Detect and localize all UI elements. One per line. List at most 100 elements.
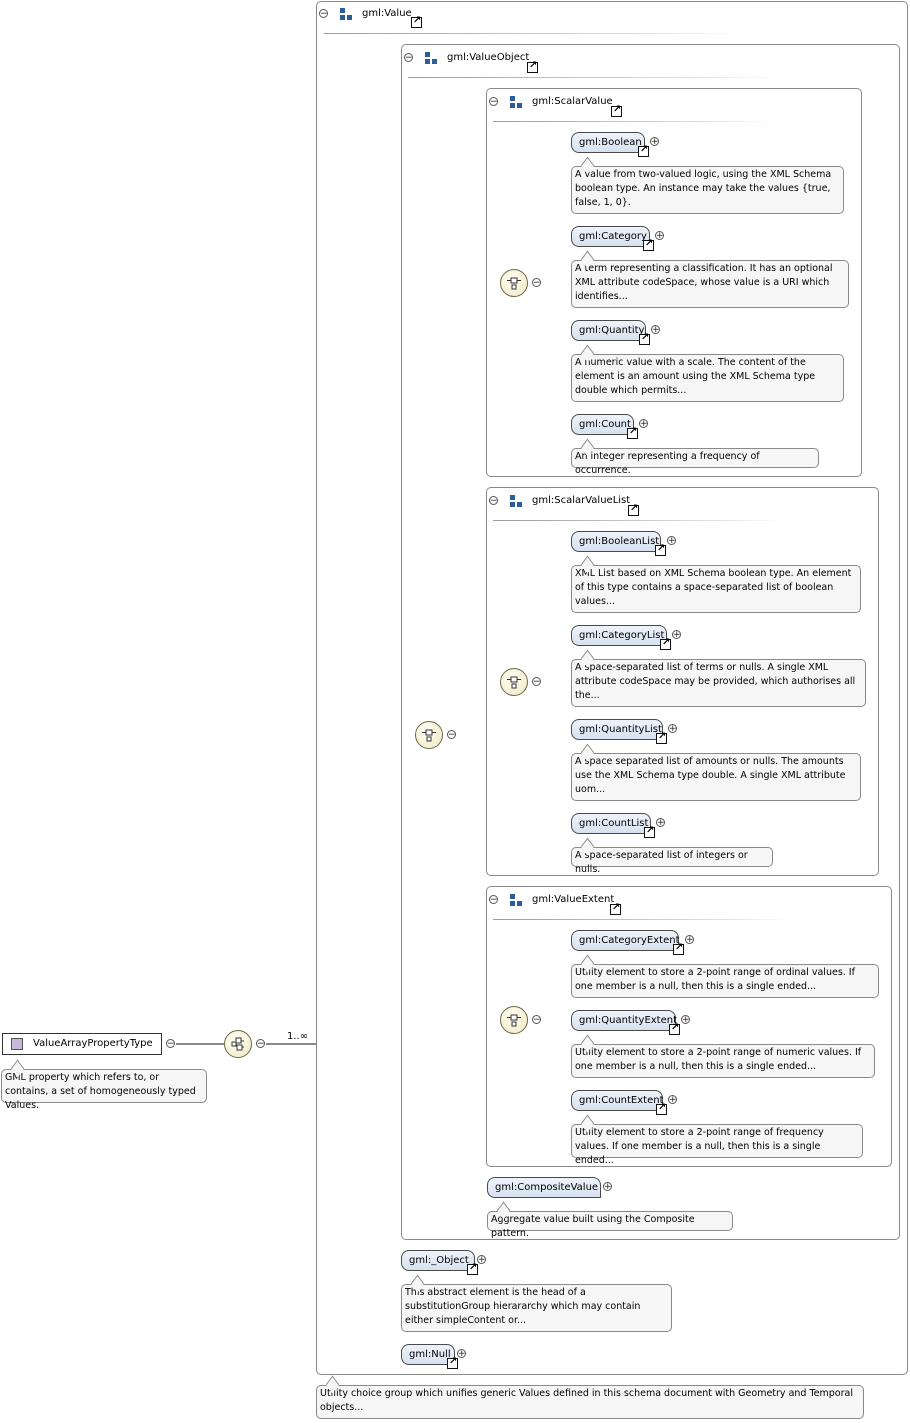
expand-icon[interactable]: + — [681, 1015, 690, 1025]
element-composite-value[interactable]: gml:CompositeValue — [487, 1177, 601, 1198]
expand-icon[interactable]: + — [651, 325, 660, 335]
collapse-icon[interactable]: − — [319, 9, 328, 19]
choice-icon — [231, 1037, 244, 1051]
expand-icon[interactable]: + — [603, 1182, 612, 1192]
group-title: gml:ScalarValue — [532, 96, 613, 107]
expand-icon[interactable]: + — [672, 630, 681, 640]
separator — [493, 520, 783, 521]
link-icon[interactable] — [656, 1102, 667, 1115]
choice-compositor[interactable] — [500, 269, 528, 297]
element-quantity-extent[interactable]: gml:QuantityExtent — [571, 1010, 677, 1031]
choice-compositor[interactable] — [415, 721, 443, 749]
choice-compositor[interactable] — [500, 668, 528, 696]
expand-icon[interactable]: + — [457, 1349, 466, 1359]
element-quantity[interactable]: gml:Quantity — [571, 320, 646, 341]
collapse-icon[interactable]: − — [532, 1015, 541, 1025]
type-name: ValueArrayPropertyType — [33, 1038, 153, 1049]
element-count-list[interactable]: gml:CountList — [571, 813, 651, 834]
choice-icon — [507, 676, 521, 689]
group-icon — [510, 96, 522, 108]
expand-icon[interactable]: + — [656, 818, 665, 828]
expand-icon[interactable]: + — [477, 1255, 486, 1265]
choice-icon — [507, 1014, 521, 1027]
expand-icon[interactable]: + — [668, 724, 677, 734]
group-title: gml:ValueObject — [447, 52, 530, 63]
element-documentation: Utility element to store a 2-point range… — [571, 1044, 875, 1078]
element-documentation: An integer representing a frequency of o… — [571, 448, 819, 476]
group-value-extent — [486, 886, 892, 1167]
link-icon[interactable] — [527, 60, 538, 73]
link-icon[interactable] — [643, 238, 654, 251]
expand-icon[interactable]: + — [655, 231, 664, 241]
collapse-icon[interactable]: − — [489, 97, 498, 107]
group-title: gml:ValueExtent — [532, 894, 615, 905]
element-documentation: XML List based on XML Schema boolean typ… — [571, 565, 861, 613]
link-icon[interactable] — [656, 731, 667, 744]
element-documentation: A space-separated list of integers or nu… — [571, 847, 773, 875]
group-icon — [510, 495, 522, 507]
collapse-icon[interactable]: − — [166, 1039, 175, 1049]
link-icon[interactable] — [673, 942, 684, 955]
type-box[interactable]: ValueArrayPropertyType — [2, 1033, 162, 1055]
element-object[interactable]: gml:_Object — [401, 1250, 475, 1271]
link-icon[interactable] — [669, 1022, 680, 1035]
element-boolean-list[interactable]: gml:BooleanList — [571, 531, 661, 552]
link-icon[interactable] — [467, 1262, 478, 1275]
separator — [408, 77, 778, 78]
link-icon[interactable] — [655, 543, 666, 556]
link-icon[interactable] — [411, 15, 422, 28]
element-documentation: Utility element to store a 2-point range… — [571, 964, 879, 998]
separator — [324, 33, 744, 34]
element-documentation: A value from two-valued logic, using the… — [571, 166, 844, 214]
complex-type-icon — [11, 1038, 23, 1050]
element-category-extent[interactable]: gml:CategoryExtent — [571, 930, 679, 951]
element-count-extent[interactable]: gml:CountExtent — [571, 1090, 664, 1111]
group-title: gml:ScalarValueList — [532, 495, 631, 506]
type-documentation: GML property which refers to, or contain… — [1, 1069, 207, 1111]
expand-icon[interactable]: + — [650, 137, 659, 147]
group-icon — [340, 8, 352, 20]
element-documentation: A space separated list of amounts or nul… — [571, 753, 861, 801]
link-icon[interactable] — [611, 104, 622, 117]
collapse-icon[interactable]: − — [532, 278, 541, 288]
link-icon[interactable] — [639, 332, 650, 345]
expand-icon[interactable]: + — [667, 536, 676, 546]
collapse-icon[interactable]: − — [404, 53, 413, 63]
expand-icon[interactable]: + — [639, 419, 648, 429]
collapse-icon[interactable]: − — [532, 677, 541, 687]
link-icon[interactable] — [627, 426, 638, 439]
link-icon[interactable] — [610, 902, 621, 915]
choice-compositor[interactable] — [224, 1030, 252, 1058]
group-icon — [510, 894, 522, 906]
group-icon — [425, 52, 437, 64]
expand-icon[interactable]: + — [668, 1095, 677, 1105]
element-documentation: A term representing a classification. It… — [571, 260, 849, 308]
choice-compositor[interactable] — [500, 1006, 528, 1034]
link-icon[interactable] — [638, 144, 649, 157]
multiplicity-label: 1..∞ — [287, 1031, 309, 1042]
element-documentation: A numeric value with a scale. The conten… — [571, 354, 844, 402]
element-documentation: A space-separated list of terms or nulls… — [571, 659, 866, 707]
separator — [493, 919, 793, 920]
separator — [493, 121, 773, 122]
element-documentation: Aggregate value built using the Composit… — [487, 1211, 733, 1239]
link-icon[interactable] — [447, 1356, 458, 1369]
element-category[interactable]: gml:Category — [571, 226, 650, 247]
element-null[interactable]: gml:Null — [401, 1344, 455, 1365]
element-documentation: This abstract element is the head of a s… — [401, 1284, 672, 1332]
collapse-icon[interactable]: − — [447, 730, 456, 740]
link-icon[interactable] — [644, 825, 655, 838]
collapse-icon[interactable]: − — [489, 895, 498, 905]
collapse-icon[interactable]: − — [256, 1039, 265, 1049]
element-boolean[interactable]: gml:Boolean — [571, 132, 645, 153]
link-icon[interactable] — [628, 503, 639, 516]
element-category-list[interactable]: gml:CategoryList — [571, 625, 667, 646]
link-icon[interactable] — [660, 637, 671, 650]
expand-icon[interactable]: + — [685, 935, 694, 945]
element-quantity-list[interactable]: gml:QuantityList — [571, 719, 663, 740]
element-documentation: Utility element to store a 2-point range… — [571, 1124, 863, 1166]
element-count[interactable]: gml:Count — [571, 414, 634, 435]
choice-icon — [507, 277, 521, 290]
collapse-icon[interactable]: − — [489, 496, 498, 506]
